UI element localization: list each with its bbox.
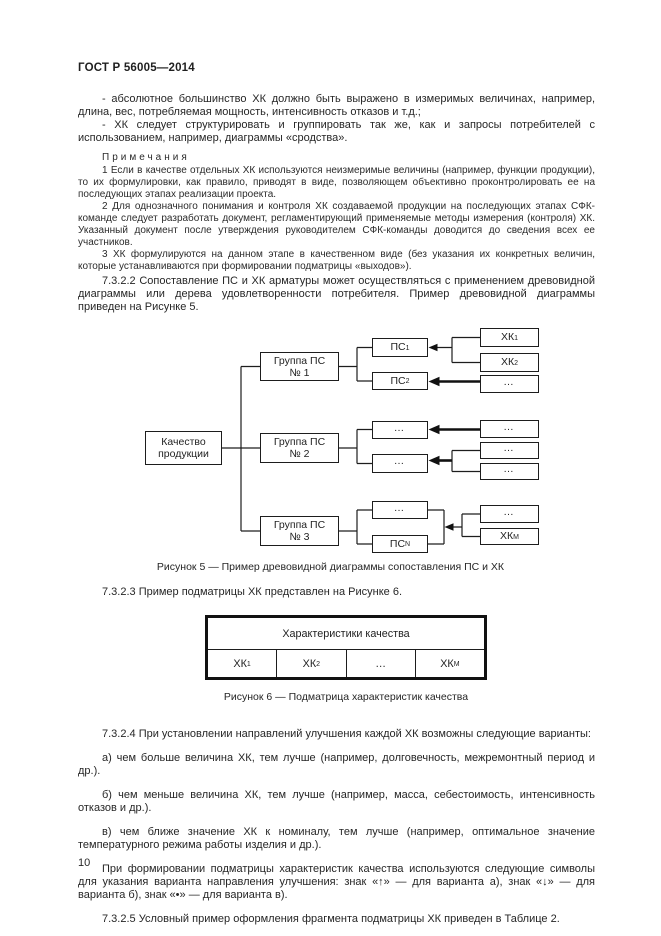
arrowhead — [428, 455, 440, 466]
node-ps-dots-2: … — [372, 454, 428, 473]
node-ps-dots-3: … — [372, 501, 428, 519]
paragraph-7-3-2-4: 7.3.2.4 При установлении направлений улу… — [102, 728, 591, 740]
list-item-v: в) чем ближе значение ХК к номиналу, тем… — [78, 826, 595, 851]
document-title: ГОСТ Р 56005—2014 — [78, 62, 195, 74]
node-xk-dots-2: … — [480, 420, 539, 438]
paragraph-measurable: - абсолютное большинство ХК должно быть … — [78, 93, 595, 118]
arrowhead — [428, 376, 440, 387]
arrowhead — [428, 343, 438, 352]
paragraph-grouping: - ХК следует структурировать и группиров… — [78, 119, 595, 144]
node-group-ps-2: Группа ПС № 2 — [260, 433, 339, 463]
arrowhead — [444, 523, 454, 531]
node-group-ps-3: Группа ПС № 3 — [260, 516, 339, 546]
paragraph-7-3-2-5: 7.3.2.5 Условный пример оформления фрагм… — [102, 913, 560, 925]
note-2: 2 Для однозначного понимания и контроля … — [78, 201, 595, 248]
figure5-tree-diagram: Качество продукции Группа ПС № 1 Группа … — [0, 325, 661, 561]
node-xk-dots-3: … — [480, 442, 539, 459]
figure6-caption: Рисунок 6 — Подматрица характеристик кач… — [223, 691, 469, 703]
list-item-a: а) чем больше величина ХК, тем лучше (на… — [78, 752, 595, 777]
page-number: 10 — [78, 857, 91, 869]
paragraph-7-3-2-2: 7.3.2.2 Сопоставление ПС и ХК арматуры м… — [78, 275, 595, 313]
node-product-quality: Качество продукции — [145, 431, 222, 465]
arrowhead — [428, 424, 440, 435]
node-xk-dots-5: … — [480, 505, 539, 523]
figure5-connector-lines — [222, 336, 480, 545]
paragraph-symbols: При формировании подматрицы характеристи… — [78, 863, 595, 901]
list-item-b: б) чем меньше величина ХК, тем лучше (на… — [78, 789, 595, 814]
notes-heading: Примечания — [102, 152, 190, 163]
note-1: 1 Если в качестве отдельных ХК использую… — [78, 165, 595, 200]
paragraph-7-3-2-3: 7.3.2.3 Пример подматрицы ХК представлен… — [102, 586, 403, 598]
node-ps-dots-1: … — [372, 421, 428, 439]
node-xk-dots-1: … — [480, 375, 539, 393]
note-3: 3 ХК формулируются на данном этапе в кач… — [78, 249, 595, 272]
table-header-cell: Характеристики качества — [208, 618, 484, 650]
node-xk-dots-4: … — [480, 463, 539, 480]
section-7-3-2-4: 7.3.2.4 При установлении направлений улу… — [78, 717, 595, 936]
figure5-caption: Рисунок 5 — Пример древовидной диаграммы… — [156, 561, 505, 573]
table-cell-dots: … — [347, 650, 416, 677]
node-group-ps-1: Группа ПС № 1 — [260, 352, 339, 381]
